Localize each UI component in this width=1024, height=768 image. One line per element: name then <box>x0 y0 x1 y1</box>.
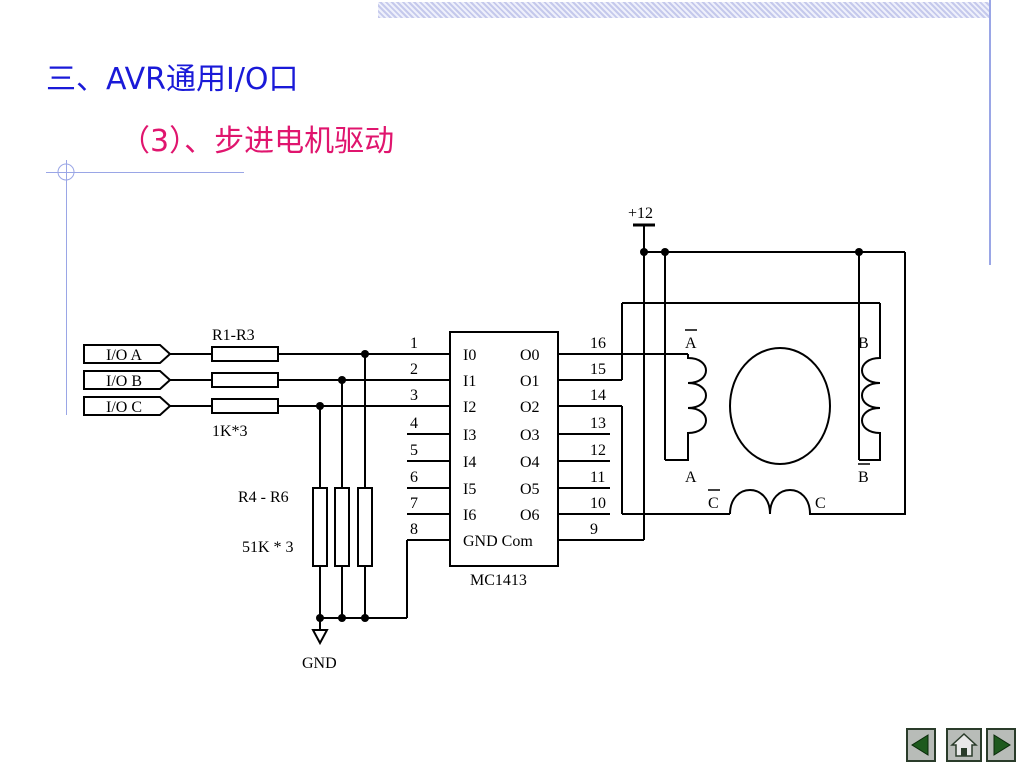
pin-number: 10 <box>590 495 606 512</box>
chip-output-label: O2 <box>520 399 540 416</box>
pulldown-resistor-value: 51K * 3 <box>242 539 294 556</box>
io-port-label: I/O A <box>106 347 142 364</box>
pin-number: 1 <box>410 335 418 352</box>
coil-b-label: B <box>858 335 869 352</box>
pulldown-resistor-label: R4 - R6 <box>238 489 289 506</box>
slide-title: 三、AVR通用I/O口 <box>46 62 299 97</box>
decorative-crosshair <box>57 163 75 181</box>
chip-input-label: I4 <box>463 454 476 471</box>
prev-icon <box>911 734 929 756</box>
supply-label: +12 <box>628 205 653 222</box>
pin-number: 8 <box>410 521 418 538</box>
chip-output-label: O3 <box>520 427 540 444</box>
chip-name: MC1413 <box>470 572 527 589</box>
pin-number: 13 <box>590 415 606 432</box>
home-icon <box>950 732 978 757</box>
coil-b-bar-label: B <box>858 469 869 486</box>
chip-output-label: O0 <box>520 347 540 364</box>
chip-input-label: I6 <box>463 507 476 524</box>
pin-number: 2 <box>410 361 418 378</box>
io-port-label: I/O C <box>106 399 142 416</box>
pin-number: 6 <box>410 469 418 486</box>
series-resistor-label: R1-R3 <box>212 327 255 344</box>
pin-number: 9 <box>590 521 598 538</box>
coil-c-bar-label: C <box>708 495 719 512</box>
pin-number: 3 <box>410 387 418 404</box>
slide-subtitle: （3）、步进电机驱动 <box>120 124 395 159</box>
decorative-right-vline <box>989 0 991 265</box>
chip-input-label: I0 <box>463 347 476 364</box>
pin-number: 15 <box>590 361 606 378</box>
io-port-label: I/O B <box>106 373 142 390</box>
decorative-left-vline <box>66 160 67 415</box>
pin-number: 16 <box>590 335 606 352</box>
gnd-label: GND <box>302 655 337 672</box>
pin-number: 5 <box>410 442 418 459</box>
pin-number: 4 <box>410 415 418 432</box>
chip-output-label: O1 <box>520 373 540 390</box>
series-resistor-value: 1K*3 <box>212 423 248 440</box>
chip-output-label: O4 <box>520 454 540 471</box>
next-icon <box>993 734 1011 756</box>
chip-input-label: I5 <box>463 481 476 498</box>
pin-number: 11 <box>590 469 605 486</box>
chip-output-label: O5 <box>520 481 540 498</box>
chip-input-label: I2 <box>463 399 476 416</box>
pin-number: 7 <box>410 495 418 512</box>
chip-input-label: I1 <box>463 373 476 390</box>
pin-number: 14 <box>590 387 606 404</box>
chip-input-label: I3 <box>463 427 476 444</box>
next-slide-button[interactable] <box>986 728 1016 762</box>
decorative-hline <box>46 172 244 173</box>
coil-c-label: C <box>815 495 826 512</box>
home-button[interactable] <box>946 728 982 762</box>
prev-slide-button[interactable] <box>906 728 936 762</box>
chip-output-label: O6 <box>520 507 540 524</box>
coil-a-label: A <box>685 469 697 486</box>
pin-number: 12 <box>590 442 606 459</box>
slide-navigation <box>904 728 1020 768</box>
coil-a-bar-label: A <box>685 335 697 352</box>
chip-gnd-com-label: GND Com <box>463 533 533 550</box>
decorative-top-strip <box>378 2 990 18</box>
